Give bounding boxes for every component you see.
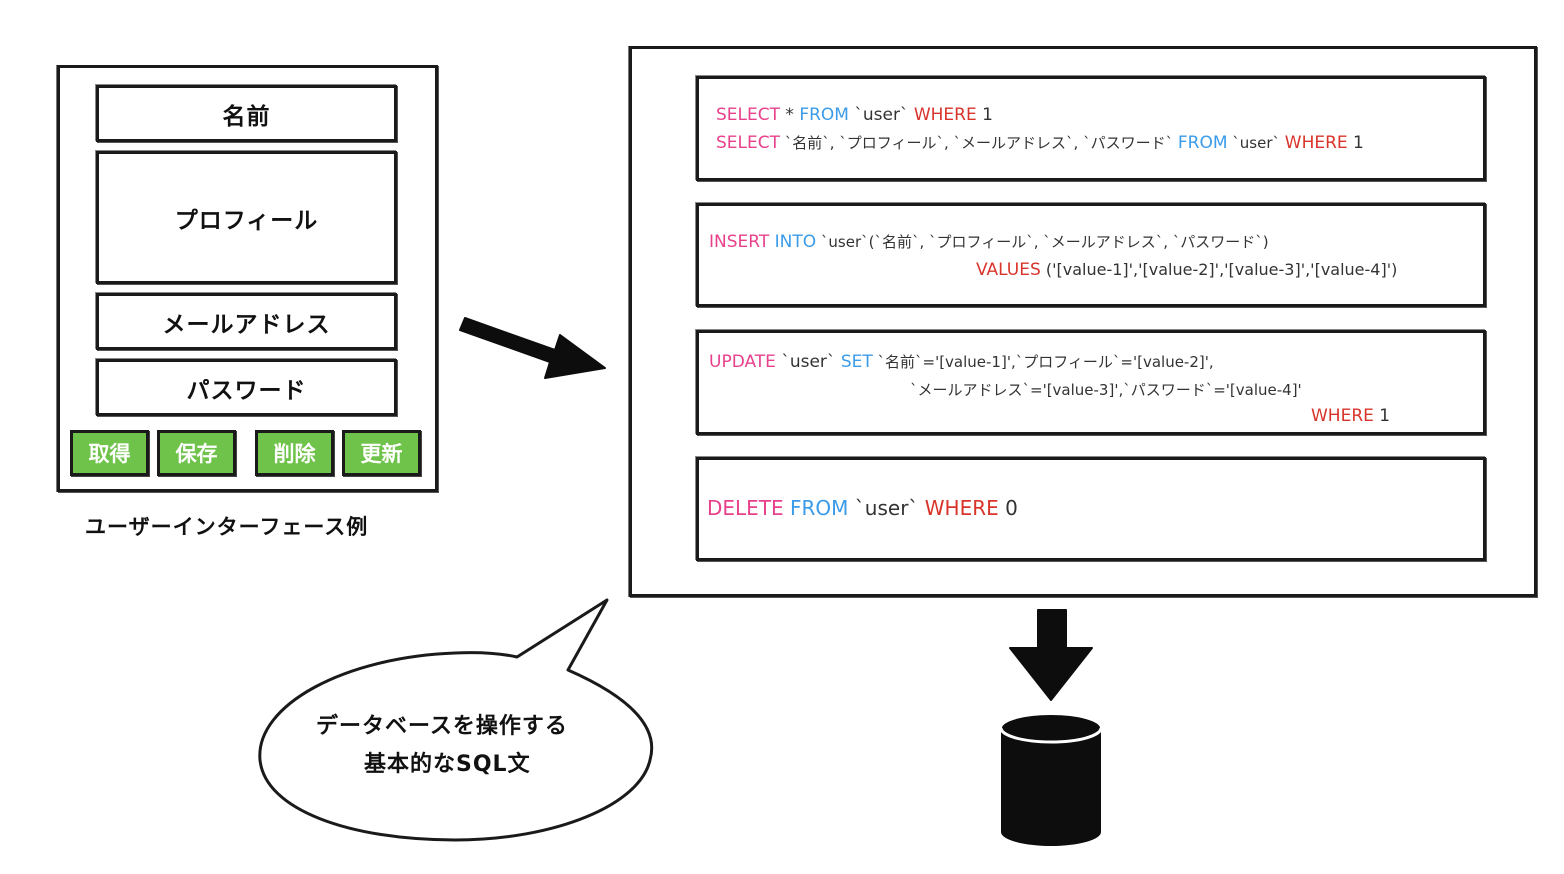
- speech-bubble-shape: [258, 598, 654, 842]
- update-button[interactable]: 更新: [342, 430, 421, 476]
- get-button[interactable]: 取得: [70, 430, 149, 476]
- sql-update-line-3: WHERE 1: [1311, 406, 1391, 426]
- sql-delete-line-1: DELETE FROM `user` WHERE 0: [707, 496, 1018, 520]
- email-field-label: メールアドレス: [162, 311, 331, 338]
- name-field[interactable]: 名前: [96, 85, 397, 142]
- delete-button[interactable]: 削除: [255, 430, 334, 476]
- sql-select-line-2: SELECT `名前`, `プロフィール`, `メールアドレス`, `パスワード…: [716, 133, 1364, 153]
- speech-bubble-line-2: 基本的なSQL文: [364, 752, 531, 777]
- sql-delete-box: [696, 457, 1486, 561]
- sql-select-box: [696, 76, 1486, 181]
- ui-example-caption: ユーザーインターフェース例: [85, 515, 369, 539]
- profile-field[interactable]: プロフィール: [96, 151, 397, 284]
- profile-field-label: プロフィール: [174, 207, 319, 234]
- save-button[interactable]: 保存: [157, 430, 236, 476]
- sql-select-line-1: SELECT * FROM `user` WHERE 1: [716, 105, 993, 125]
- password-field[interactable]: パスワード: [96, 359, 397, 416]
- sql-update-line-2: `メールアドレス`='[value-3]',`パスワード`='[value-4]…: [910, 381, 1302, 399]
- password-field-label: パスワード: [186, 377, 307, 404]
- sql-insert-line-1: INSERT INTO `user`(`名前`, `プロフィール`, `メールア…: [709, 232, 1269, 252]
- email-field[interactable]: メールアドレス: [96, 293, 397, 350]
- arrow-down-icon: [1009, 609, 1093, 701]
- database-cylinder-icon: [999, 713, 1103, 846]
- sql-insert-line-2: VALUES ('[value-1]','[value-2]','[value-…: [976, 260, 1398, 280]
- sql-update-line-1: UPDATE `user` SET `名前`='[value-1]',`プロフィ…: [709, 352, 1214, 372]
- sql-insert-box: [696, 203, 1486, 307]
- arrow-right-icon: [459, 317, 606, 379]
- name-field-label: 名前: [222, 103, 271, 130]
- sql-update-box: [696, 330, 1486, 435]
- speech-bubble-line-1: データベースを操作する: [316, 714, 568, 739]
